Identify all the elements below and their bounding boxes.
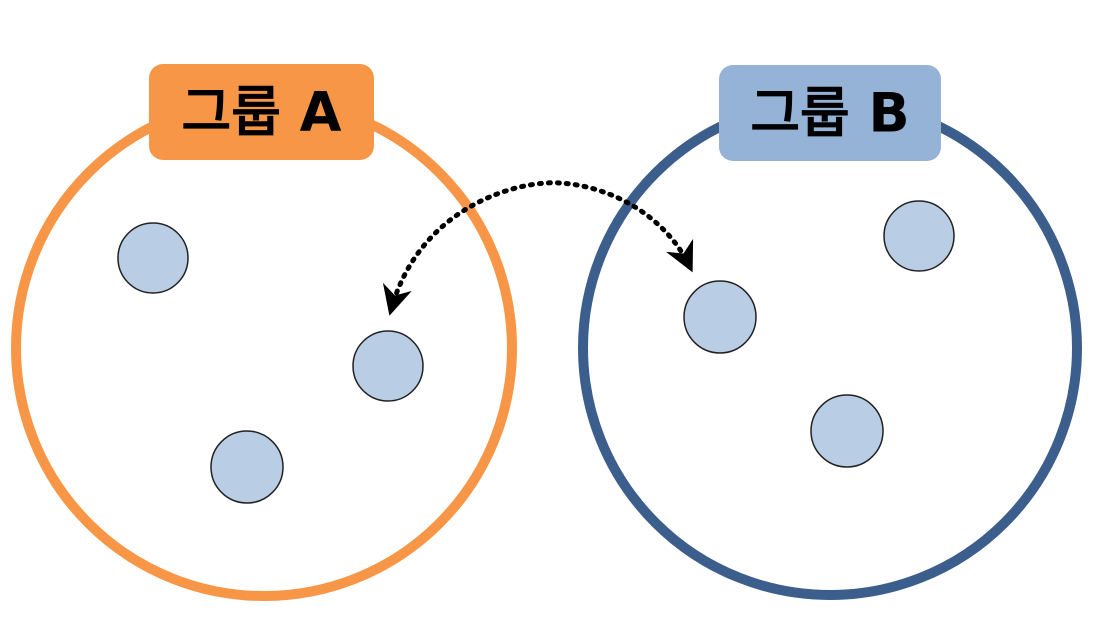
group-a-member <box>210 430 284 504</box>
group-b-member <box>683 280 757 354</box>
group-a-label-box <box>149 64 374 160</box>
bidirectional-connector-arrow <box>382 180 694 316</box>
group-a-label: 그룹 A <box>149 64 374 160</box>
group-b-member <box>810 394 884 468</box>
group-b-label-text: 그룹 B <box>750 82 909 145</box>
group-a-member <box>352 330 424 402</box>
group-a-label-text: 그룹 A <box>182 81 342 144</box>
group-b-ring <box>578 96 1082 600</box>
group-b-label: 그룹 B <box>719 65 941 161</box>
group-a-member <box>117 222 189 294</box>
group-a-ring <box>11 95 517 601</box>
group-b-member <box>883 200 955 272</box>
group-b-label-box <box>719 65 941 161</box>
